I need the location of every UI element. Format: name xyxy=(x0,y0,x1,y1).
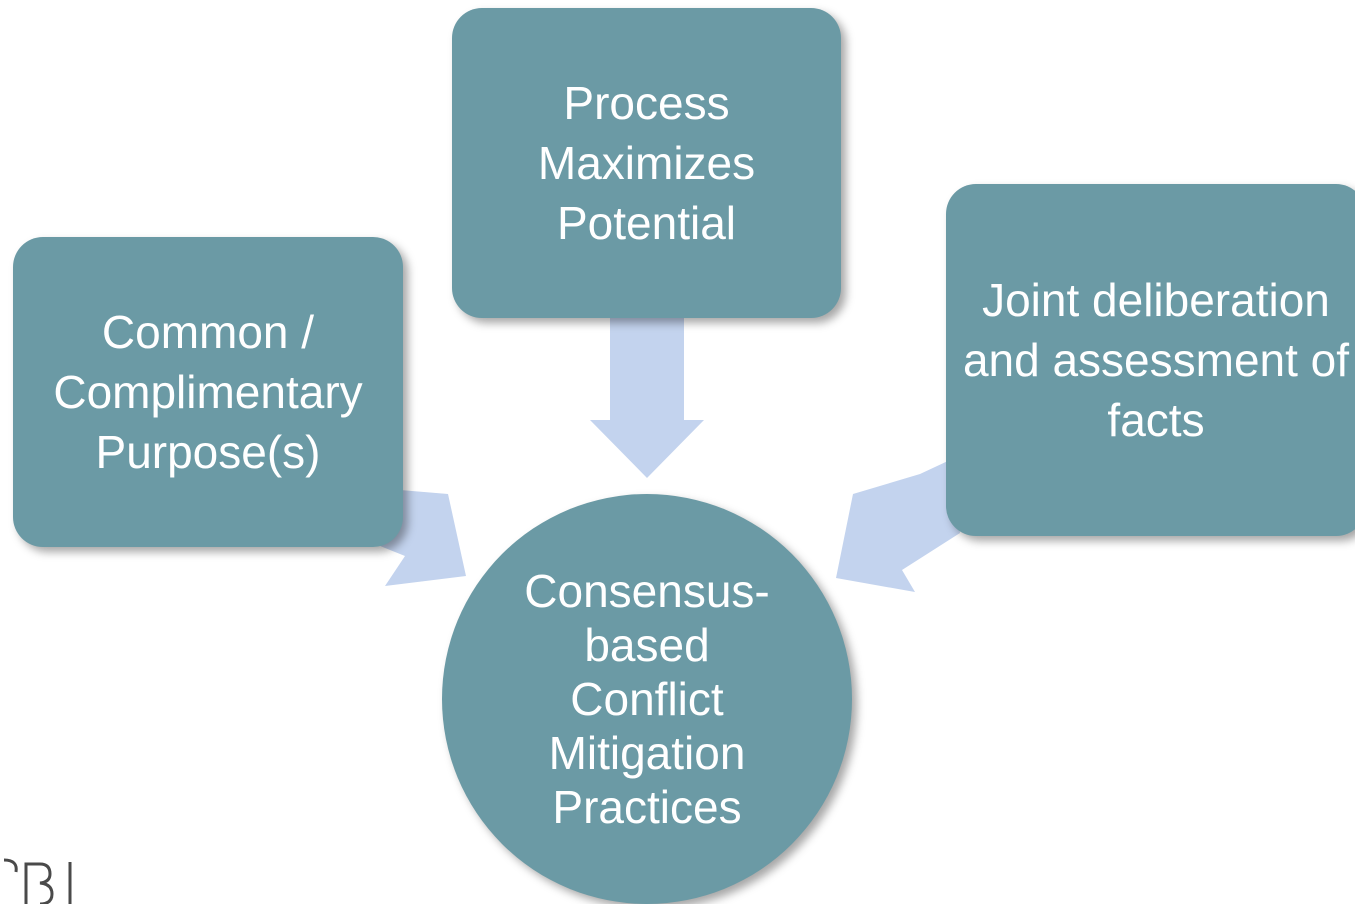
node-common-purpose: Common / Complimentary Purpose(s) xyxy=(13,237,403,547)
node-joint-deliberation: Joint deliberation and assessment of fac… xyxy=(946,184,1355,536)
arrow-right-to-center xyxy=(836,460,960,592)
logo-stroke xyxy=(3,858,18,873)
node-label-top: Process Maximizes Potential xyxy=(537,77,756,249)
node-consensus-conflict-mitigation: Consensus-based Conflict Mitigation Prac… xyxy=(442,494,852,904)
partial-logo-letters-icon xyxy=(3,858,72,904)
logo-letter-b xyxy=(24,862,54,904)
node-process-maximizes-potential: Process Maximizes Potential xyxy=(452,8,841,318)
arrow-top-to-center xyxy=(590,318,704,478)
node-label-left: Common / Complimentary Purpose(s) xyxy=(53,306,363,478)
node-label-center: Consensus-based Conflict Mitigation Prac… xyxy=(524,565,770,833)
node-label-right: Joint deliberation and assessment of fac… xyxy=(962,274,1350,446)
